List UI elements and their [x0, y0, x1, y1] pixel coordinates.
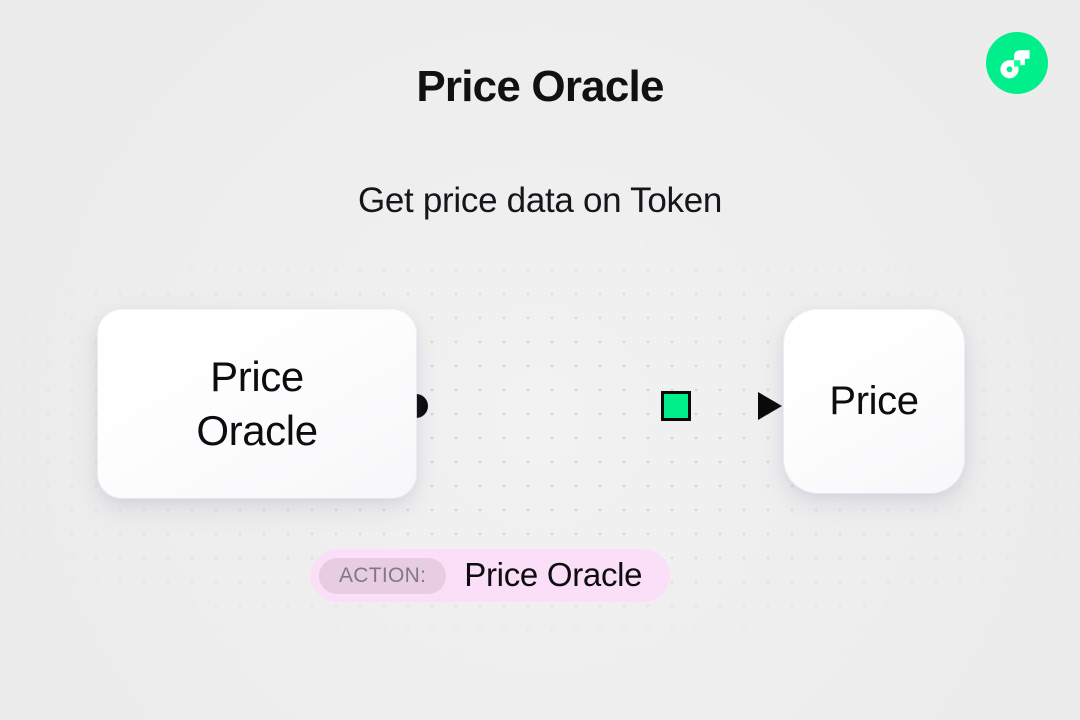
flow-node-price[interactable]: Price	[784, 310, 964, 493]
page-subtitle: Get price data on Token	[357, 181, 723, 220]
action-badge: ACTION: Price Oracle	[311, 549, 671, 602]
action-badge-tag: ACTION:	[319, 557, 447, 594]
action-badge-value: Price Oracle	[464, 555, 643, 593]
flow-node-price-oracle[interactable]: Price Oracle	[98, 310, 416, 498]
flow-edge-progress-marker	[661, 391, 691, 421]
flow-node-price-label: Price	[829, 378, 919, 423]
page-title: Price Oracle	[416, 62, 664, 111]
flow-logo-icon	[986, 32, 1048, 94]
flow-node-price-oracle-label: Price Oracle	[196, 353, 318, 454]
